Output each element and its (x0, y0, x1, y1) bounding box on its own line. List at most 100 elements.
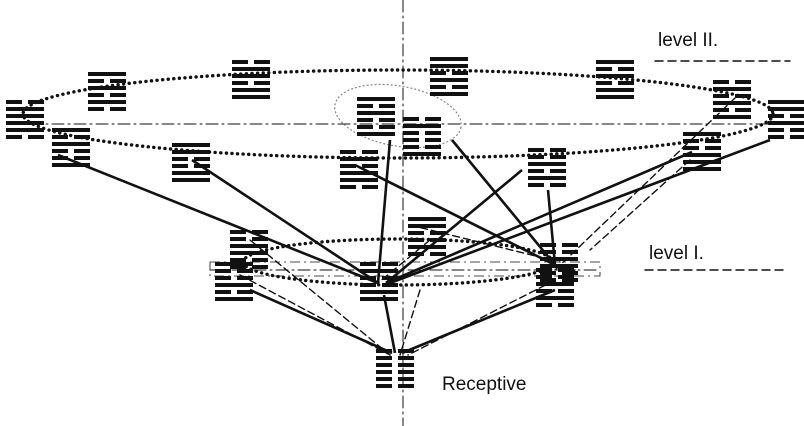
hexagram-line-solid (88, 86, 126, 90)
hexagram-line-broken (683, 146, 699, 150)
hexagram-line-solid (340, 157, 378, 161)
hexagram-line-broken (237, 276, 253, 280)
hexagram-line-broken (562, 271, 578, 275)
hexagram-line-broken (540, 278, 556, 282)
hexagram-line-broken (88, 107, 104, 111)
hexagram-line-broken (452, 71, 468, 75)
connector-root-2 (401, 288, 556, 355)
hexagram-line-broken (6, 135, 22, 139)
hexagram-line-solid (596, 88, 634, 92)
hexagram-line-solid (357, 97, 395, 101)
hexagram-line-broken (705, 146, 721, 150)
hexagram-icon (215, 262, 253, 301)
hexagram-line-solid (713, 115, 751, 119)
hexagram-line-broken (360, 262, 376, 266)
connector-dashed-2 (249, 239, 391, 356)
hexagram-line-broken (382, 276, 398, 280)
hexagram-line-solid (6, 107, 44, 111)
hexagram-icon (713, 80, 751, 119)
hexagram-line-solid (596, 95, 634, 99)
hexagram-line-broken (357, 104, 373, 108)
hexagram-line-broken (252, 258, 268, 262)
hexagram-line-broken (596, 81, 612, 85)
hexagram-line-broken (357, 118, 373, 122)
connector-dashed-5 (407, 269, 576, 356)
hexagram-line-broken (550, 155, 566, 159)
hexagram-line-solid (360, 269, 398, 273)
connector-solid-2 (376, 139, 392, 284)
hexagram-line-solid (232, 88, 270, 92)
hexagram-line-broken (596, 67, 612, 71)
hexagram-line-solid (408, 224, 446, 228)
hexagram-line-broken (768, 135, 784, 139)
hexagram-line-broken (735, 108, 751, 112)
hexagram-line-broken (232, 81, 248, 85)
hexagram-line-solid (430, 78, 468, 82)
hexagram-line-broken (618, 67, 634, 71)
hexagram-icon (596, 60, 634, 99)
hexagram-line-broken (790, 128, 804, 132)
hexagram-line-broken (430, 85, 446, 89)
hexagram-line-broken (713, 80, 729, 84)
hexagram-icon (357, 97, 395, 136)
hexagram-line-solid (360, 297, 398, 301)
hexagram-line-broken (215, 269, 231, 273)
hexagram-line-broken (74, 135, 90, 139)
hexagram-line-solid (408, 245, 446, 249)
hexagram-line-broken (382, 262, 398, 266)
hexagram-line-broken (230, 258, 246, 262)
hexagram-line-solid (6, 121, 44, 125)
hexagram-line-broken (403, 131, 419, 135)
hexagram-line-solid (232, 67, 270, 71)
hexagram-line-broken (52, 156, 68, 160)
hexagram-line-broken (558, 289, 574, 293)
hexagram-line-solid (360, 290, 398, 294)
hexagram-line-solid (172, 150, 210, 154)
hexagram-line-broken (230, 265, 246, 269)
hexagram-line-solid (232, 74, 270, 78)
connector-dashed-1 (589, 159, 691, 251)
hexagram-line-broken (550, 169, 566, 173)
hexagram-line-broken (360, 283, 376, 287)
hexagram-line-broken (254, 60, 270, 64)
hexagram-icon (376, 349, 414, 388)
hexagram-line-broken (340, 164, 356, 168)
connector-solid-4 (385, 150, 693, 285)
hexagram-line-solid (408, 217, 446, 221)
hexagram-line-broken (425, 145, 441, 149)
hexagram-line-broken (735, 94, 751, 98)
hexagram-icon (683, 132, 721, 171)
hexagram-line-solid (6, 128, 44, 132)
hexagram-line-solid (528, 162, 566, 166)
highlight-ellipse (334, 83, 462, 149)
hexagram-line-broken (194, 157, 210, 161)
hexagram-line-broken (88, 79, 104, 83)
hexagram-line-solid (596, 60, 634, 64)
hexagram-line-broken (562, 243, 578, 247)
hexagram-line-broken (110, 79, 126, 83)
hexagram-line-broken (379, 118, 395, 122)
hexagram-line-broken (540, 243, 556, 247)
hexagram-line-broken (376, 363, 392, 367)
hexagram-line-broken (172, 164, 188, 168)
hexagram-line-broken (558, 268, 574, 272)
hexagram-line-broken (398, 349, 414, 353)
hexagram-line-broken (110, 107, 126, 111)
hexagram-line-broken (540, 271, 556, 275)
hexagram-line-solid (403, 124, 441, 128)
hexagram-line-broken (398, 356, 414, 360)
hexagram-line-broken (398, 384, 414, 388)
hexagram-line-solid (528, 176, 566, 180)
hexagram-line-broken (425, 117, 441, 121)
hexagram-line-solid (215, 283, 253, 287)
hexagram-line-broken (362, 150, 378, 154)
hexagram-icon (88, 72, 126, 111)
hexagram-line-solid (357, 132, 395, 136)
hexagram-line-broken (172, 157, 188, 161)
connector-root-1 (382, 294, 397, 354)
hexagram-line-solid (430, 92, 468, 96)
connector-solid-6 (450, 139, 557, 266)
hexagram-line-broken (28, 135, 44, 139)
hexagram-line-solid (172, 143, 210, 147)
hexagram-line-broken (528, 183, 544, 187)
